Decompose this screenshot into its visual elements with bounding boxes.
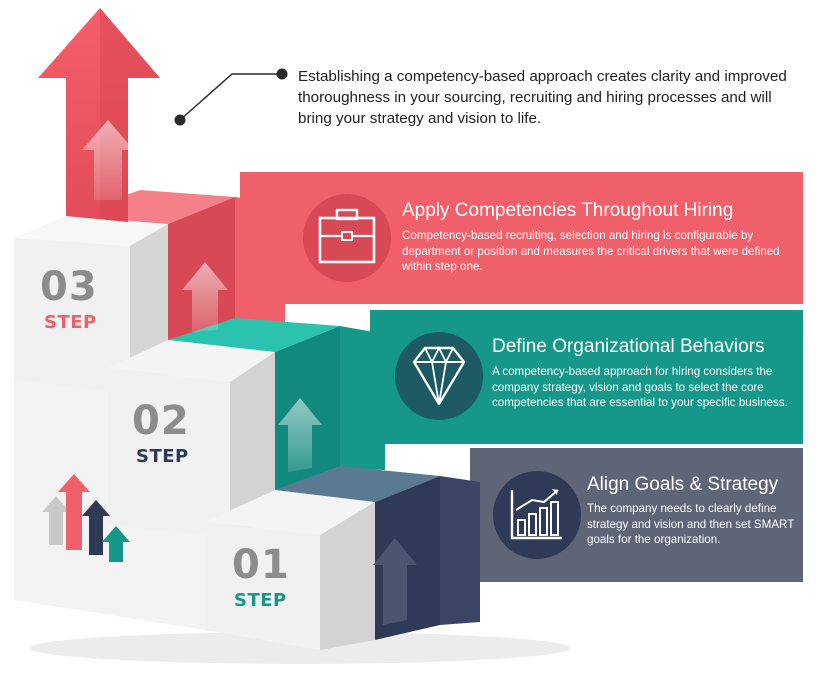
step-03-title: Apply Competencies Throughout Hiring (402, 200, 734, 221)
ground-shadow (30, 632, 570, 664)
step-01-word: STEP (234, 590, 287, 611)
step-02-title: Define Organizational Behaviors (492, 336, 765, 357)
intro-connector (174, 68, 288, 126)
mini-arrows-icon (42, 474, 130, 562)
step-01-description: The company needs to clearly define stra… (587, 502, 795, 546)
diamond-icon (395, 332, 483, 420)
intro-text: Establishing a competency-based approach… (298, 68, 787, 127)
step-03-number: 03 (40, 264, 98, 310)
step-01-number: 01 (232, 542, 290, 588)
bar-chart-growth-icon (493, 471, 581, 559)
briefcase-icon (303, 194, 391, 282)
step-01-arrow (373, 538, 417, 625)
step-03-arrow (182, 262, 228, 332)
step-02-number: 02 (132, 398, 190, 444)
step-01-title: Align Goals & Strategy (587, 474, 779, 495)
step-03-word: STEP (44, 312, 97, 333)
step-02-word: STEP (136, 446, 189, 467)
step-02-description: A competency-based approach for hiring c… (492, 365, 788, 409)
step-02-arrow (278, 398, 322, 472)
step-03-description: Competency-based recruiting, selection a… (402, 229, 780, 273)
